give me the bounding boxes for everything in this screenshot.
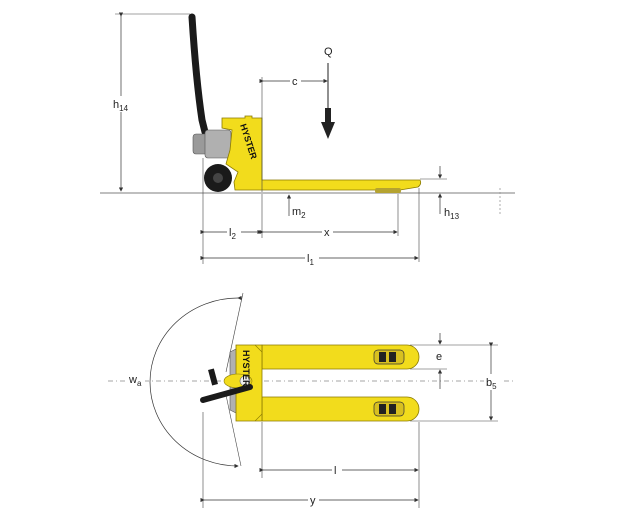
label-b5: b5 [486, 377, 497, 391]
label-x: x [324, 227, 330, 239]
load-rollers [375, 188, 401, 193]
label-y: y [310, 495, 316, 507]
label-Q: Q [324, 46, 333, 58]
wa-turning-arc [149, 295, 242, 469]
label-l1: l1 [307, 253, 314, 267]
label-e: e [436, 351, 442, 363]
label-h14: h14 [113, 99, 129, 113]
handle [188, 13, 209, 136]
label-l2: l2 [229, 227, 236, 241]
label-l: l [334, 465, 336, 477]
top-view: wa HYSTER e b5 l [108, 292, 515, 508]
side-view: h14 HYSTER Q c m2 h13 [100, 12, 515, 267]
label-c: c [292, 76, 298, 88]
brand-logo-top: HYSTER [241, 350, 251, 387]
label-h13: h13 [444, 207, 460, 221]
label-m2: m2 [292, 206, 306, 220]
load-arrow-icon [321, 108, 335, 139]
label-wa: wa [128, 374, 142, 388]
handle-top [200, 384, 253, 403]
